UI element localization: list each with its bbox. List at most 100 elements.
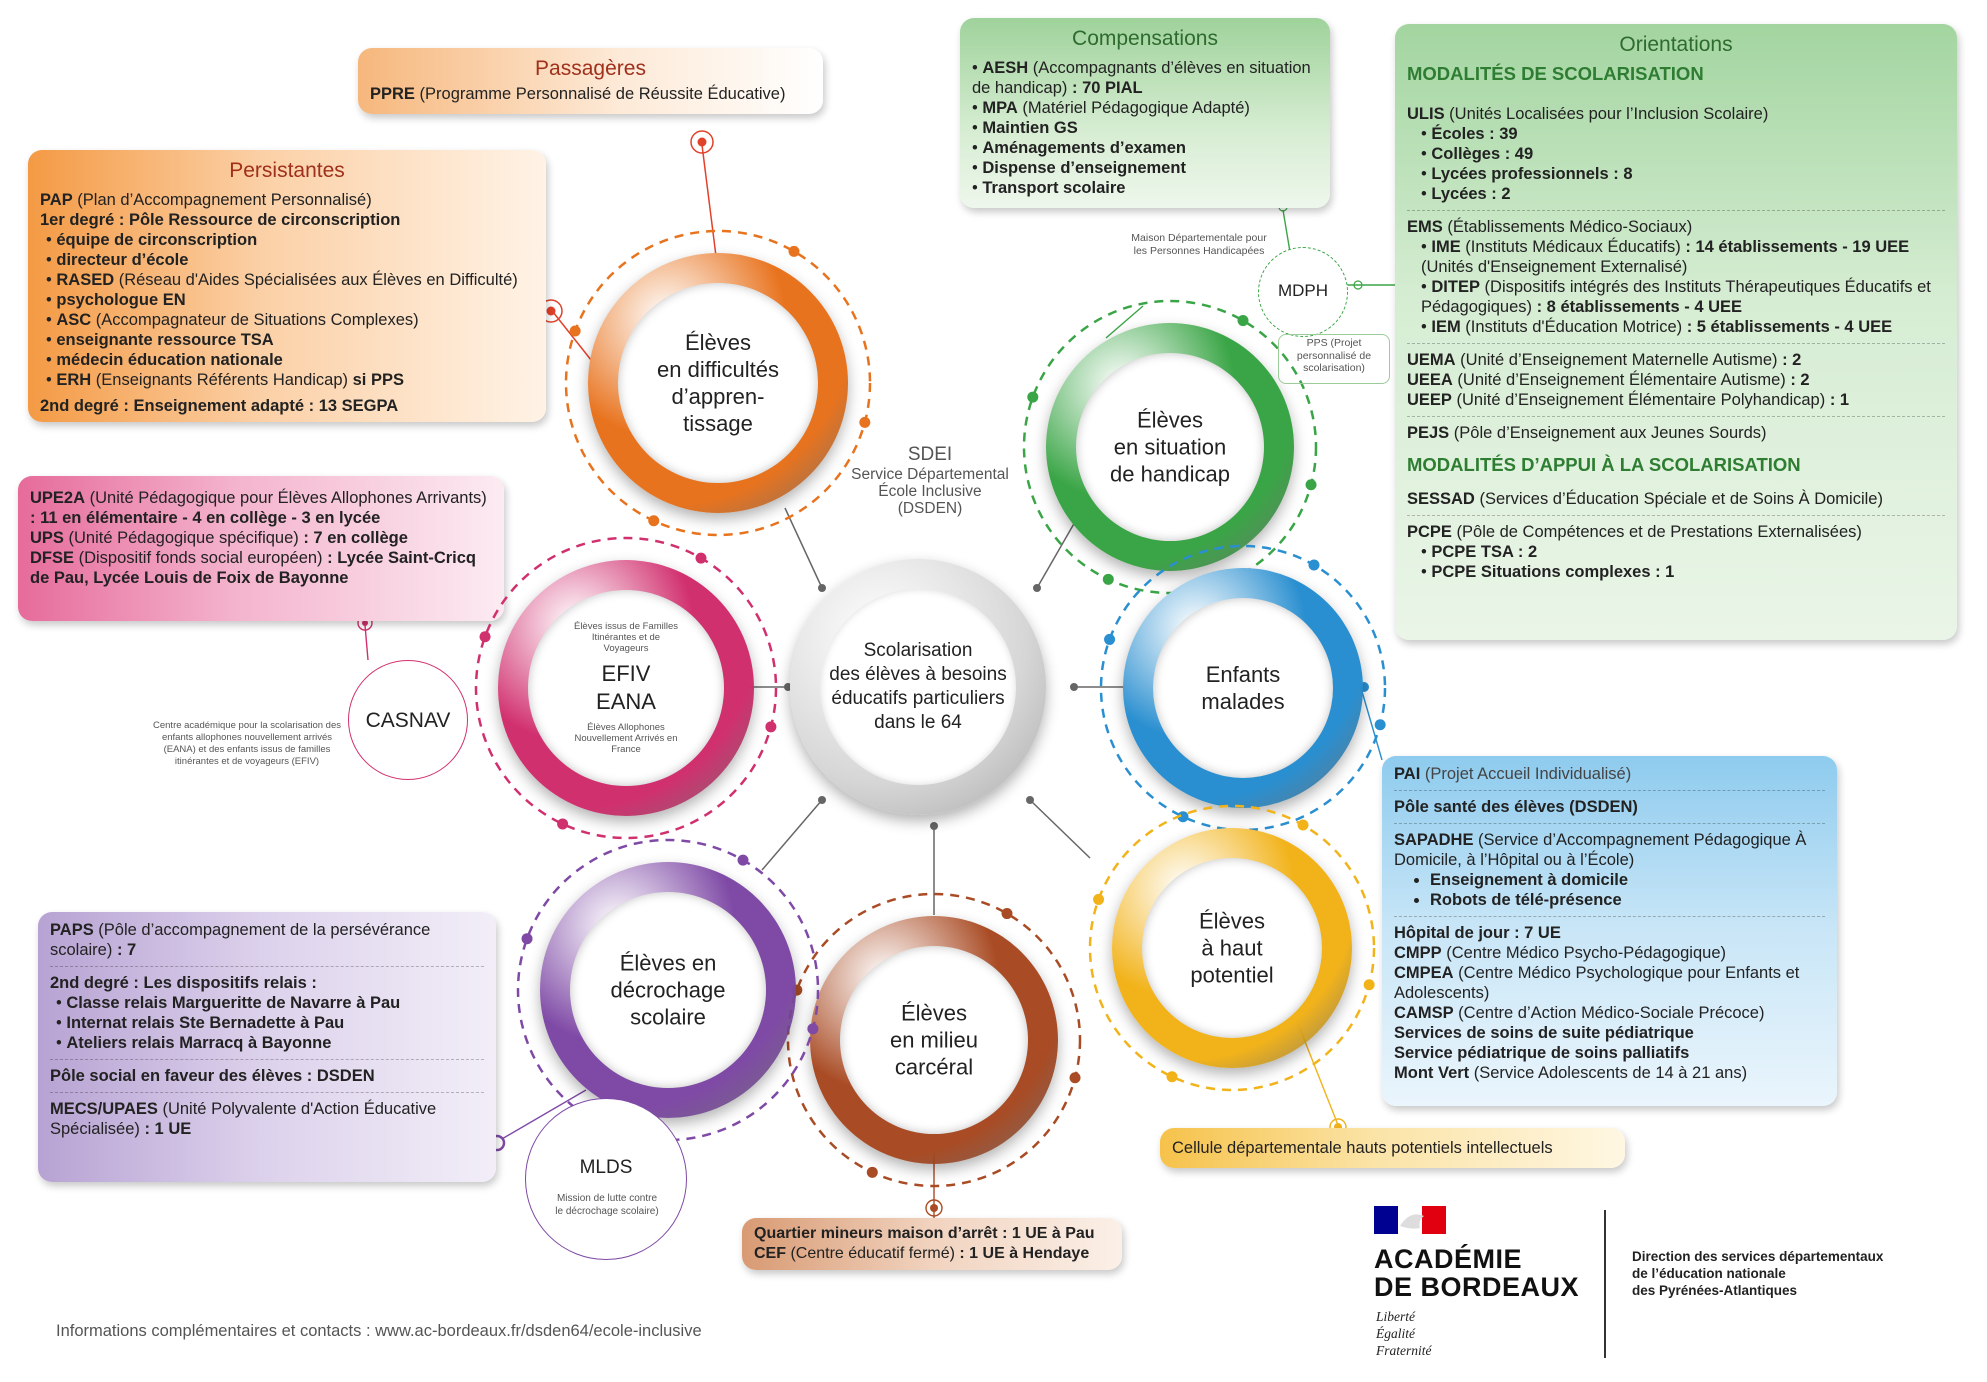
carceral-box: Quartier mineurs maison d’arrêt : 1 UE à…: [742, 1218, 1122, 1270]
modalites-scolarisation-title: MODALITÉS DE SCOLARISATION: [1407, 63, 1704, 84]
center-inner: [820, 589, 1016, 785]
upe2a-line: UPE2A (Unité Pédagogique pour Élèves All…: [30, 488, 492, 528]
text-run: •: [1421, 125, 1432, 143]
pai-line: Mont Vert (Service Adolescents de 14 à 2…: [1394, 1063, 1825, 1083]
center-line: éducatifs particuliers: [831, 688, 1005, 709]
text-run: (Centre éducatif fermé): [786, 1245, 955, 1262]
text-run: UEMA: [1407, 351, 1456, 369]
relais-item: • Classe relais Margueritte de Navarre à…: [56, 993, 484, 1013]
haut_potentiel-line: potentiel: [1190, 962, 1274, 988]
text-run: Écoles : 39: [1431, 125, 1518, 143]
separator: [1407, 343, 1945, 344]
difficultes-ring-dot: [788, 245, 800, 257]
separator: [1394, 916, 1825, 917]
upe2a-box: UPE2A (Unité Pédagogique pour Élèves All…: [18, 476, 504, 621]
paps-line: PAPS (Pôle d’accompagnement de la persév…: [50, 921, 431, 959]
text-run: ASC: [56, 311, 92, 329]
persistantes-item: • ASC (Accompagnateur de Situations Comp…: [46, 310, 534, 330]
haut_potentiel-ring-dot: [1093, 893, 1105, 905]
carceral-inner: [840, 946, 1028, 1134]
text-run: IEM: [1431, 318, 1461, 336]
carceral-line: Élèves: [900, 1000, 968, 1026]
decrochage-ring-dot: [521, 933, 533, 945]
malades-ring-stroke: [1099, 544, 1387, 832]
ulis-item: • Écoles : 39: [1421, 124, 1945, 144]
upe2a-lines: UPE2A (Unité Pédagogique pour Élèves All…: [30, 488, 492, 588]
text-run: (Unité d’Enseignement Élémentaire Polyha…: [1451, 391, 1826, 409]
pps-desc: PPS (Projet personnalisé de scolarisatio…: [1278, 334, 1390, 384]
pcpe-list: • PCPE TSA : 2• PCPE Situations complexe…: [1407, 542, 1945, 582]
text-run: psychologue EN: [56, 291, 186, 309]
persistantes-item: • ERH (Enseignants Référents Handicap) s…: [46, 370, 534, 390]
text-run: UEEA: [1407, 371, 1453, 389]
text-run: : 2: [1777, 351, 1802, 369]
pai-line: CAMSP (Centre d’Action Médico-Sociale Pr…: [1394, 1003, 1825, 1023]
uema-line: UEEA (Unité d’Enseignement Élémentaire A…: [1407, 370, 1945, 390]
mlds-label: MLDS: [579, 1157, 633, 1178]
academie-line-1: ACADÉMIE: [1374, 1244, 1523, 1274]
text-run: (Dispositif fonds social européen): [74, 549, 323, 567]
direction-line: de l’éducation nationale: [1632, 1266, 1786, 1281]
text-run: CAMSP: [1394, 1004, 1454, 1022]
marianne-flag-icon: [1374, 1206, 1446, 1234]
mdph-circle: MDPH: [1258, 247, 1348, 337]
text-run: •: [972, 99, 983, 117]
academie-line-2: DE BORDEAUX: [1374, 1272, 1580, 1302]
website-link[interactable]: www.ac-bordeaux.fr/dsden64/ecole-inclusi…: [375, 1322, 702, 1340]
text-run: UEEP: [1407, 391, 1452, 409]
text-run: (Instituts Médicaux Éducatifs): [1460, 238, 1681, 256]
efiv-line: EANA: [596, 689, 656, 714]
text-run: (Réseau d'Aides Spécialisées aux Élèves …: [114, 271, 518, 289]
handicap-line: de handicap: [1110, 461, 1230, 487]
ems-line: EMS (Établissements Médico-Sociaux): [1407, 218, 1693, 236]
handicap-line: Élèves: [1136, 407, 1204, 433]
text-run: •: [972, 179, 983, 197]
text-run: Maintien GS: [982, 119, 1078, 137]
separator: [1407, 416, 1945, 417]
ulis-item: • Lycées : 2: [1421, 184, 1945, 204]
text-run: ERH: [56, 371, 92, 389]
ems-item: • IEM (Instituts d'Éducation Motrice) : …: [1421, 317, 1945, 337]
handicap-inner: [1076, 353, 1264, 541]
compensations-title: Compensations: [1072, 27, 1218, 50]
malades-ring-dot: [1308, 559, 1320, 571]
decrochage-ring-dot: [807, 1023, 819, 1035]
compensation-item: • Dispense d’enseignement: [972, 158, 1318, 178]
haut_potentiel-ring-stroke: [1088, 804, 1376, 1092]
pai-line: CMPP (Centre Médico Psycho-Pédagogique): [1394, 943, 1825, 963]
text-run: : 1: [1825, 391, 1850, 409]
text-run: •: [972, 119, 983, 137]
separator: [1407, 515, 1945, 516]
text-run: CEF: [754, 1245, 786, 1262]
carceral-line: carcéral: [894, 1054, 974, 1080]
text-run: médecin éducation nationale: [56, 351, 283, 369]
text-run: équipe de circonscription: [56, 231, 258, 249]
center-line: des élèves à besoins: [829, 664, 1007, 685]
efiv-ring-stroke: [474, 536, 778, 840]
efiv-bottom-small: Élèves Allophones Nouvellement Arrivés e…: [574, 722, 678, 755]
footer-divider: [1604, 1210, 1606, 1358]
difficultes-dashed-ring: [564, 229, 872, 537]
sdei-line: École Inclusive: [878, 483, 982, 500]
compensation-item: • Transport scolaire: [972, 178, 1318, 198]
text-run: CMPP: [1394, 944, 1442, 962]
text-run: (Centre Médico Psychologique pour Enfant…: [1394, 964, 1800, 1002]
difficultes-ring-dot: [648, 515, 660, 527]
uema-line: UEEP (Unité d’Enseignement Élémentaire P…: [1407, 390, 1945, 410]
separator: [50, 1092, 484, 1093]
text-run: : 2: [1785, 371, 1810, 389]
text-run: •: [1421, 145, 1432, 163]
text-run: •: [46, 371, 57, 389]
text-run: AESH: [982, 59, 1029, 77]
mlds-desc: Mission de lutte contre le décrochage sc…: [555, 1193, 659, 1217]
handicap-ring-dot: [1102, 573, 1114, 585]
